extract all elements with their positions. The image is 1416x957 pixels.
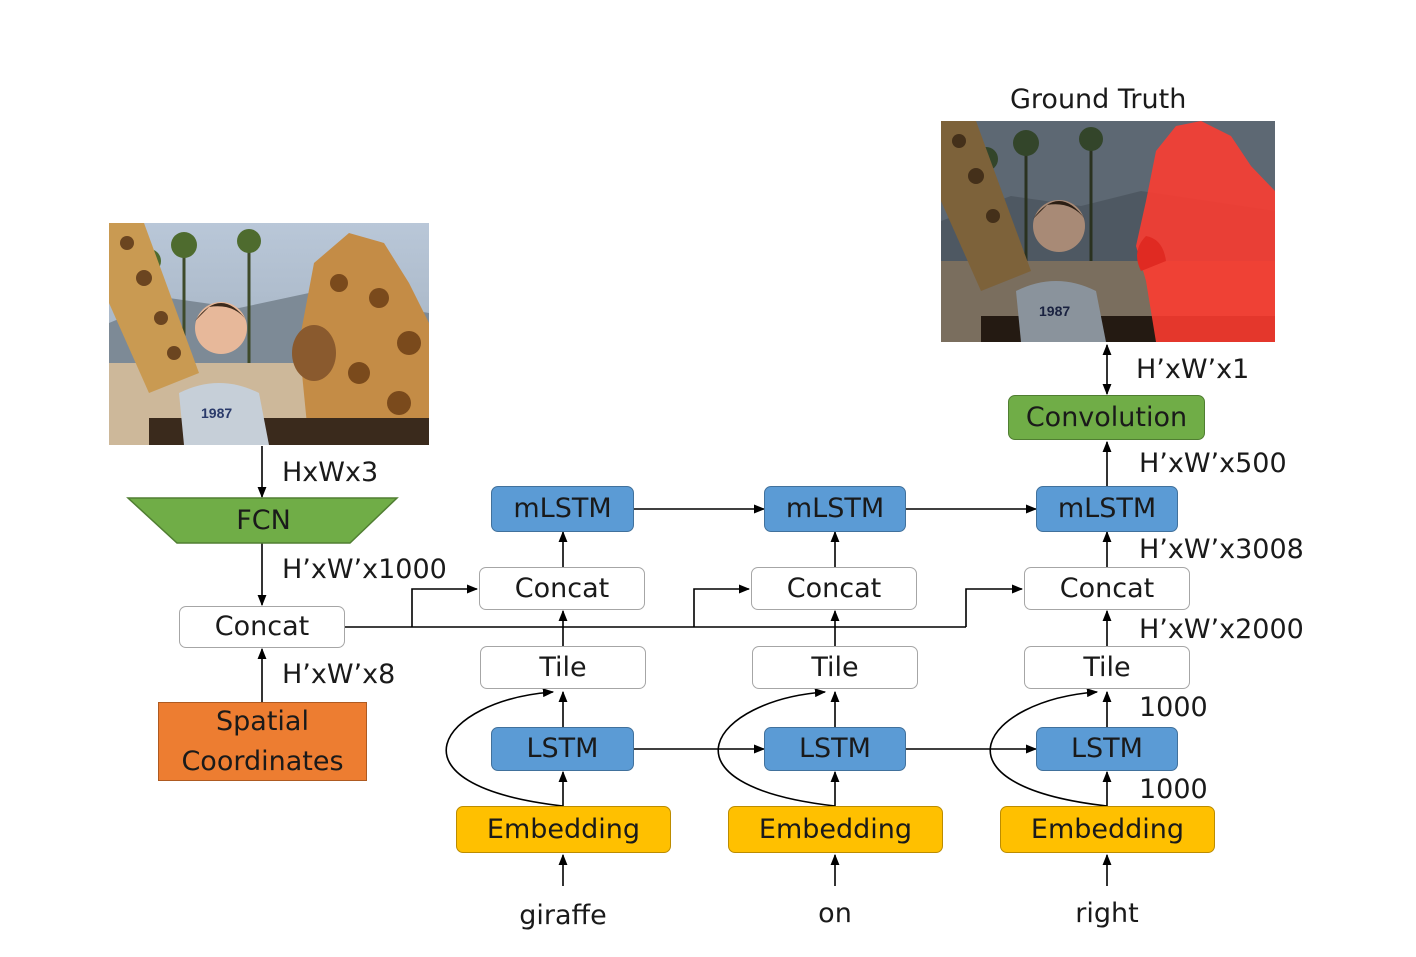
- dim-conv-out: H’xW’x1: [1136, 354, 1250, 385]
- lstm-box-1: LSTM: [491, 727, 634, 771]
- concat-box-1: Concat: [479, 567, 645, 610]
- bus-branch-1: [411, 584, 479, 627]
- concat-main-box: Concat: [179, 606, 345, 648]
- dim-embed-out: 1000: [1139, 774, 1208, 805]
- input-photo-drawing: 1987: [109, 223, 429, 445]
- word-1: giraffe: [519, 900, 607, 931]
- dim-lstm-out: 1000: [1139, 692, 1208, 723]
- tile-box-2: Tile: [752, 646, 918, 689]
- embedding-box-3: Embedding: [1000, 806, 1215, 853]
- tile-box-1: Tile: [480, 646, 646, 689]
- lstm-box-2: LSTM: [764, 727, 906, 771]
- bus-branch-3: [965, 584, 1024, 627]
- dim-mlstm-out: H’xW’x500: [1139, 448, 1287, 479]
- column-3-arrows: [989, 343, 1112, 886]
- input-image: 1987: [109, 223, 429, 445]
- mlstm-box-2: mLSTM: [764, 486, 906, 532]
- concat-box-3: Concat: [1024, 567, 1190, 610]
- tile-box-3: Tile: [1024, 646, 1190, 689]
- ground-truth-image: 1987: [941, 121, 1275, 342]
- column-2-arrows: [717, 530, 840, 886]
- mlstm-box-1: mLSTM: [491, 486, 634, 532]
- fcn-label: FCN: [236, 504, 291, 536]
- embedding-box-2: Embedding: [728, 806, 943, 853]
- dim-spatial-out: H’xW’x8: [282, 659, 396, 690]
- dim-fcn-out: H’xW’x1000: [282, 554, 447, 585]
- svg-text:1987: 1987: [1039, 303, 1070, 319]
- column-1-arrows: [445, 530, 568, 886]
- lstm-box-3: LSTM: [1036, 727, 1178, 771]
- spatial-coordinates-box: Spatial Coordinates: [158, 702, 367, 781]
- word-2: on: [818, 898, 852, 929]
- fcn-trapezoid: [126, 497, 399, 544]
- mlstm-box-3: mLSTM: [1036, 486, 1178, 532]
- ground-truth-photo-drawing: 1987: [941, 121, 1275, 342]
- dim-tile-out: H’xW’x2000: [1139, 614, 1304, 645]
- ground-truth-title: Ground Truth: [1010, 84, 1187, 115]
- svg-text:1987: 1987: [201, 405, 232, 421]
- bus-branch-2: [693, 584, 751, 627]
- embedding-box-1: Embedding: [456, 806, 671, 853]
- convolution-box: Convolution: [1008, 395, 1205, 440]
- dim-input: HxWx3: [282, 457, 379, 488]
- word-3: right: [1075, 898, 1139, 929]
- dim-concat-out: H’xW’x3008: [1139, 534, 1304, 565]
- concat-box-2: Concat: [751, 567, 917, 610]
